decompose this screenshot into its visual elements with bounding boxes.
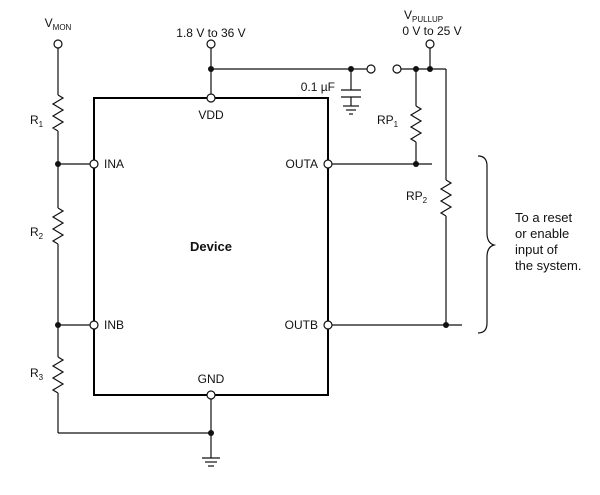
inb-pin-label: INB <box>104 318 124 332</box>
device-label: Device <box>190 239 232 254</box>
outb-pin-label: OUTB <box>285 318 318 332</box>
outa-pin-label: OUTA <box>286 157 318 171</box>
r2-label: R2 <box>30 225 44 241</box>
capacitor-label: 0.1 µF <box>301 80 335 94</box>
pullup-range-label: 0 V to 25 V <box>402 24 461 38</box>
r1-label: R1 <box>30 113 44 129</box>
outa-pin <box>323 159 333 169</box>
r1-resistor <box>51 94 65 132</box>
r2-resistor <box>51 207 65 245</box>
vdd-pin <box>206 93 216 103</box>
ina-pin <box>89 159 99 169</box>
pullup-open-terminal <box>392 64 402 74</box>
vpullup-terminal <box>425 39 435 49</box>
r3-resistor <box>51 356 65 394</box>
vmon-terminal <box>53 39 63 49</box>
system-note: To a reset or enable input of the system… <box>515 210 581 273</box>
ina-pin-label: INA <box>104 157 124 171</box>
inb-pin <box>89 320 99 330</box>
vmon-label: VMON <box>45 16 72 32</box>
gnd-pin-label: GND <box>198 372 225 386</box>
r3-label: R3 <box>30 366 44 382</box>
rp2-label: RP2 <box>406 189 428 205</box>
output-brace <box>477 155 497 334</box>
vdd-pin-label: VDD <box>198 108 224 122</box>
supply-terminal <box>206 39 216 49</box>
gnd-pin <box>206 390 216 400</box>
rp1-label: RP1 <box>377 113 399 129</box>
supply-label: 1.8 V to 36 V <box>176 26 245 40</box>
outb-pin <box>323 320 333 330</box>
rp2-resistor <box>439 179 453 217</box>
rp1-resistor <box>409 105 423 143</box>
vpullup-label: VPULLUP <box>404 8 443 24</box>
ground-icon <box>202 457 220 467</box>
supply-open-terminal <box>366 64 376 74</box>
